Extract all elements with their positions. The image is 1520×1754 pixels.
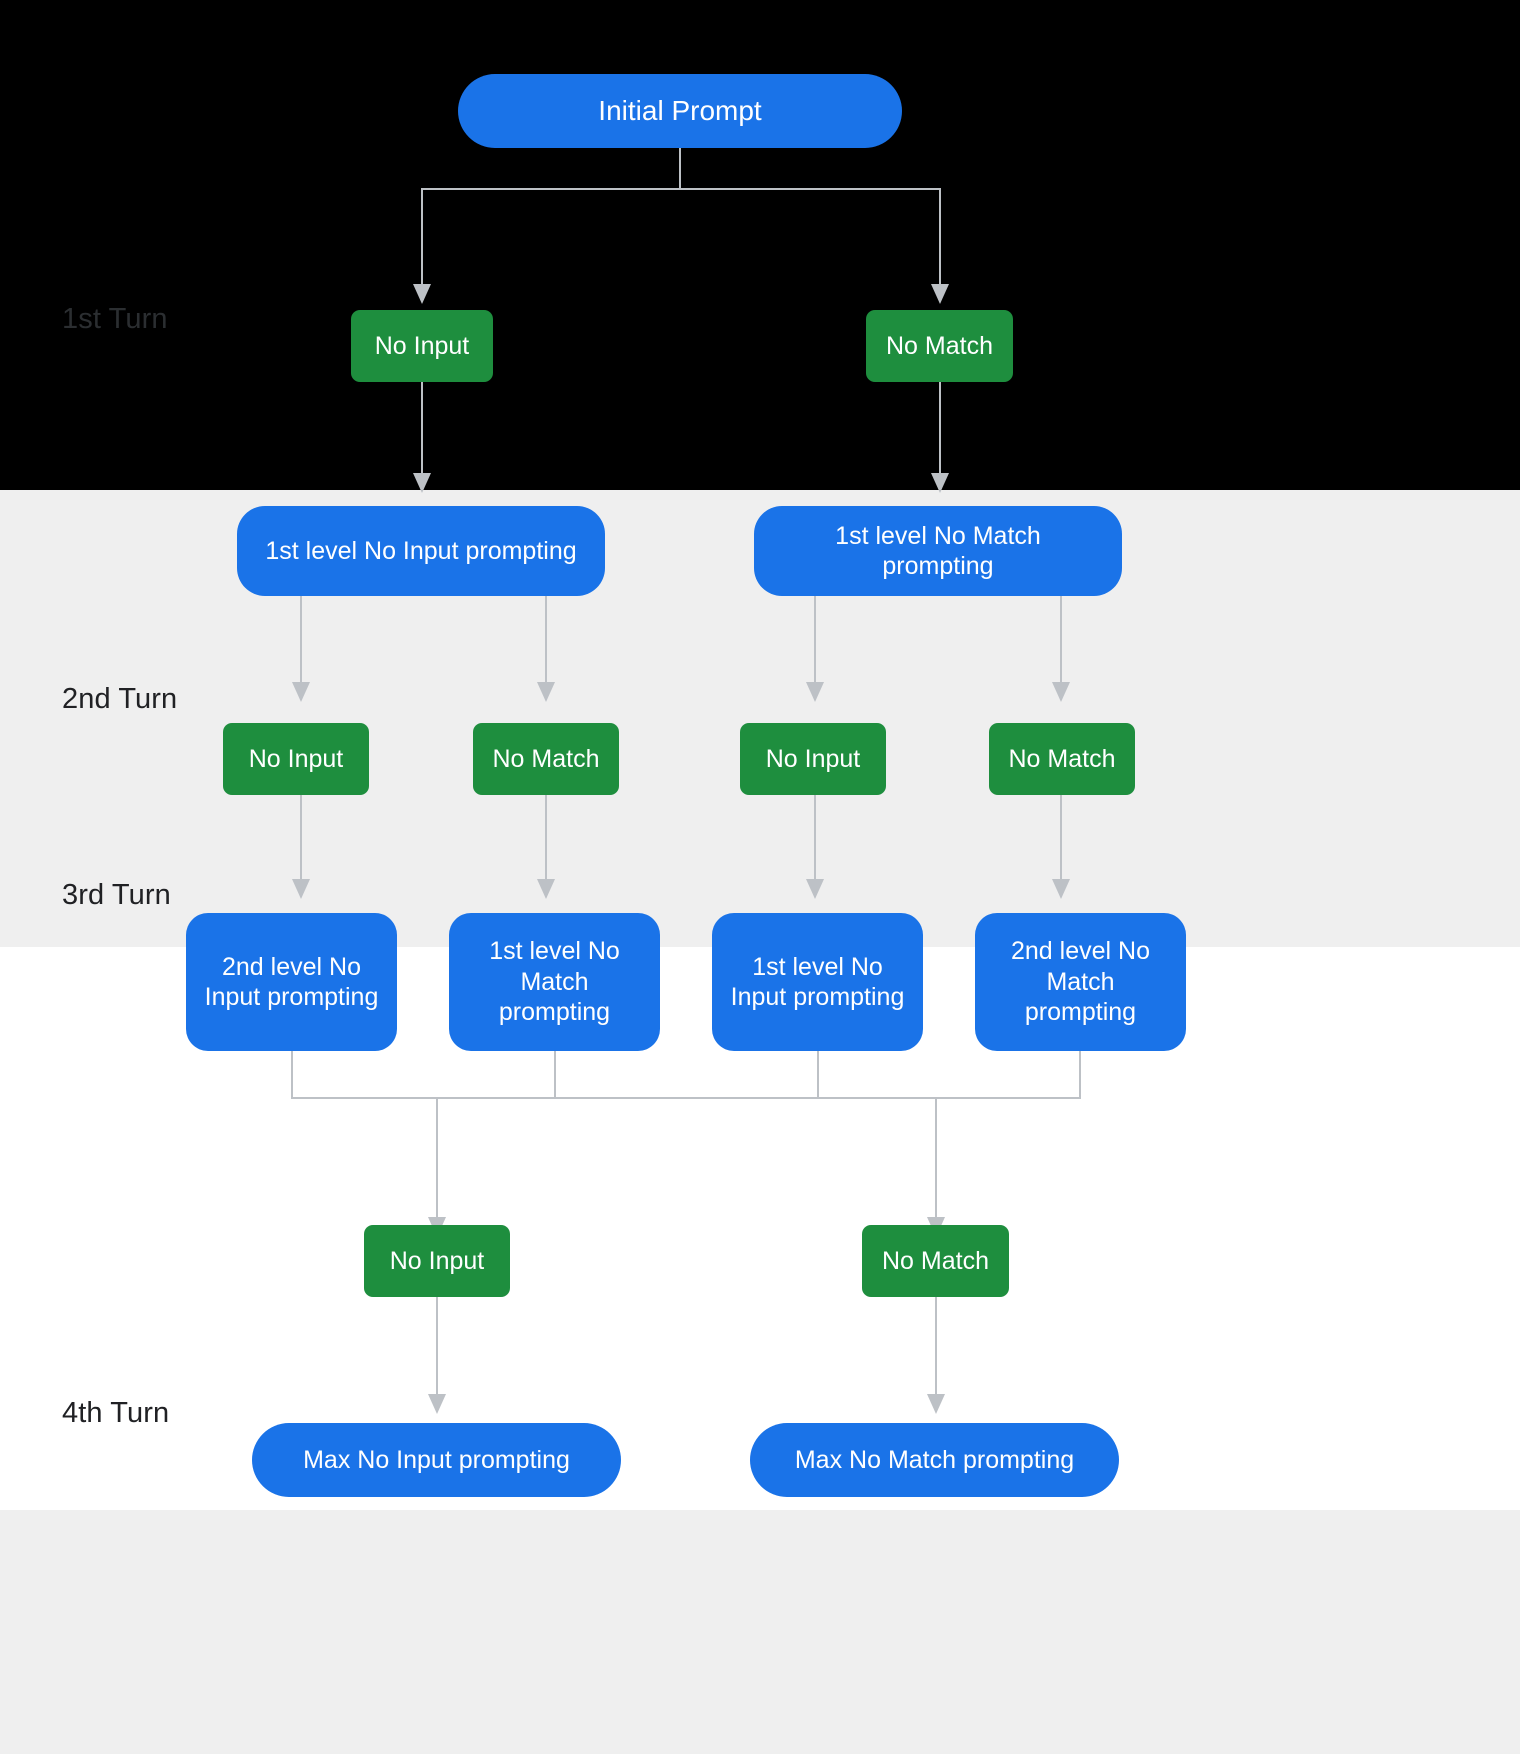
arrowhead-to-l2-no-input-prompting bbox=[292, 879, 310, 899]
node-t2-no-input-a-label: No Input bbox=[248, 744, 344, 773]
connector-l1ni-to-t2-nomatch bbox=[545, 594, 547, 684]
node-max-no-input-prompting-label: Max No Input prompting bbox=[303, 1445, 570, 1474]
connector-l2nm-drop bbox=[1079, 1048, 1081, 1098]
connector-t3ni-to-max-no-input bbox=[436, 1296, 438, 1396]
node-1st-level-no-match-prompting-label: 1st level No Match prompting bbox=[835, 521, 1041, 581]
connector-initial-stem bbox=[679, 147, 681, 189]
connector-initial-bar bbox=[421, 188, 940, 190]
arrowhead-to-max-no-input-prompting bbox=[428, 1394, 446, 1414]
node-t1-no-match[interactable]: No Match bbox=[866, 310, 1013, 382]
connector-t1-nomatch-down bbox=[939, 381, 941, 475]
connector-t2nib-down bbox=[814, 793, 816, 881]
connector-l1ni2-drop bbox=[817, 1048, 819, 1098]
arrowhead-to-t1-no-match bbox=[931, 284, 949, 304]
node-max-no-input-prompting[interactable]: Max No Input prompting bbox=[252, 1423, 621, 1497]
node-max-no-match-prompting-label: Max No Match prompting bbox=[794, 1445, 1075, 1474]
node-2nd-level-no-match-prompting[interactable]: 2nd level No Match prompting bbox=[975, 913, 1186, 1051]
arrowhead-to-t2-no-input-a bbox=[292, 682, 310, 702]
arrowhead-to-l1-no-match-prompting-2 bbox=[537, 879, 555, 899]
node-t2-no-match-a-label: No Match bbox=[492, 744, 600, 773]
node-1st-level-no-input-prompting-label: 1st level No Input prompting bbox=[265, 536, 577, 565]
node-t2-no-match-a[interactable]: No Match bbox=[473, 723, 619, 795]
connector-t2nma-down bbox=[545, 793, 547, 881]
node-2nd-level-no-match-prompting-label: 2nd level No Match prompting bbox=[1011, 937, 1150, 1027]
connector-l1nm2-drop bbox=[554, 1048, 556, 1098]
connector-initial-left-drop bbox=[421, 188, 423, 286]
connector-merge-bar-upper bbox=[291, 1097, 1081, 1099]
node-t1-no-input-label: No Input bbox=[374, 331, 470, 360]
connector-t2nmb-down bbox=[1060, 793, 1062, 881]
band-turn-4 bbox=[0, 1510, 1520, 1754]
node-t2-no-input-b[interactable]: No Input bbox=[740, 723, 886, 795]
connector-l1ni-to-t2-noinput bbox=[300, 594, 302, 684]
node-t3-no-input[interactable]: No Input bbox=[364, 1225, 510, 1297]
turn-label-2nd: 2nd Turn bbox=[62, 683, 178, 715]
arrowhead-to-l1-no-input-prompting-2 bbox=[806, 879, 824, 899]
turn-label-4th: 4th Turn bbox=[62, 1397, 170, 1429]
node-t2-no-input-b-label: No Input bbox=[765, 744, 861, 773]
arrowhead-to-l2-no-match-prompting bbox=[1052, 879, 1070, 899]
node-2nd-level-no-input-prompting[interactable]: 2nd level No Input prompting bbox=[186, 913, 397, 1051]
arrowhead-to-l1-no-match-prompting bbox=[931, 473, 949, 493]
node-t2-no-match-b-label: No Match bbox=[1008, 744, 1116, 773]
arrowhead-to-t2-no-match-a bbox=[537, 682, 555, 702]
turn-label-1st: 1st Turn bbox=[62, 303, 168, 335]
connector-l1nm-to-t2-nomatch bbox=[1060, 594, 1062, 684]
node-initial-prompt-label: Initial Prompt bbox=[598, 94, 762, 126]
node-t3-no-match-label: No Match bbox=[882, 1246, 989, 1275]
node-t1-no-match-label: No Match bbox=[886, 331, 993, 360]
node-1st-level-no-input-prompting[interactable]: 1st level No Input prompting bbox=[237, 506, 605, 596]
node-1st-level-no-match-prompting-2[interactable]: 1st level No Match prompting bbox=[449, 913, 660, 1051]
arrowhead-to-t1-no-input bbox=[413, 284, 431, 304]
arrowhead-to-l1-no-input-prompting bbox=[413, 473, 431, 493]
connector-initial-right-drop bbox=[939, 188, 941, 286]
node-1st-level-no-input-prompting-2-label: 1st level No Input prompting bbox=[730, 952, 905, 1012]
connector-merge-to-t3-no-input bbox=[436, 1097, 438, 1219]
connector-merge-to-t3-no-match bbox=[935, 1097, 937, 1219]
node-t3-no-input-label: No Input bbox=[389, 1246, 485, 1275]
node-t2-no-input-a[interactable]: No Input bbox=[223, 723, 369, 795]
node-1st-level-no-input-prompting-2[interactable]: 1st level No Input prompting bbox=[712, 913, 923, 1051]
node-1st-level-no-match-prompting[interactable]: 1st level No Match prompting bbox=[754, 506, 1122, 596]
node-1st-level-no-match-prompting-2-label: 1st level No Match prompting bbox=[489, 937, 620, 1027]
node-2nd-level-no-input-prompting-label: 2nd level No Input prompting bbox=[204, 952, 379, 1012]
node-max-no-match-prompting[interactable]: Max No Match prompting bbox=[750, 1423, 1119, 1497]
node-initial-prompt[interactable]: Initial Prompt bbox=[458, 74, 902, 148]
arrowhead-to-t2-no-match-b bbox=[1052, 682, 1070, 702]
connector-l1nm-to-t2-noinput bbox=[814, 594, 816, 684]
node-t3-no-match[interactable]: No Match bbox=[862, 1225, 1009, 1297]
turn-label-3rd: 3rd Turn bbox=[62, 879, 171, 911]
node-t1-no-input[interactable]: No Input bbox=[351, 310, 493, 382]
connector-t2nia-down bbox=[300, 793, 302, 881]
connector-l2ni-drop bbox=[291, 1048, 293, 1098]
arrowhead-to-t2-no-input-b bbox=[806, 682, 824, 702]
connector-t3nm-to-max-no-match bbox=[935, 1296, 937, 1396]
arrowhead-to-max-no-match-prompting bbox=[927, 1394, 945, 1414]
connector-t1-noinput-down bbox=[421, 381, 423, 475]
node-t2-no-match-b[interactable]: No Match bbox=[989, 723, 1135, 795]
